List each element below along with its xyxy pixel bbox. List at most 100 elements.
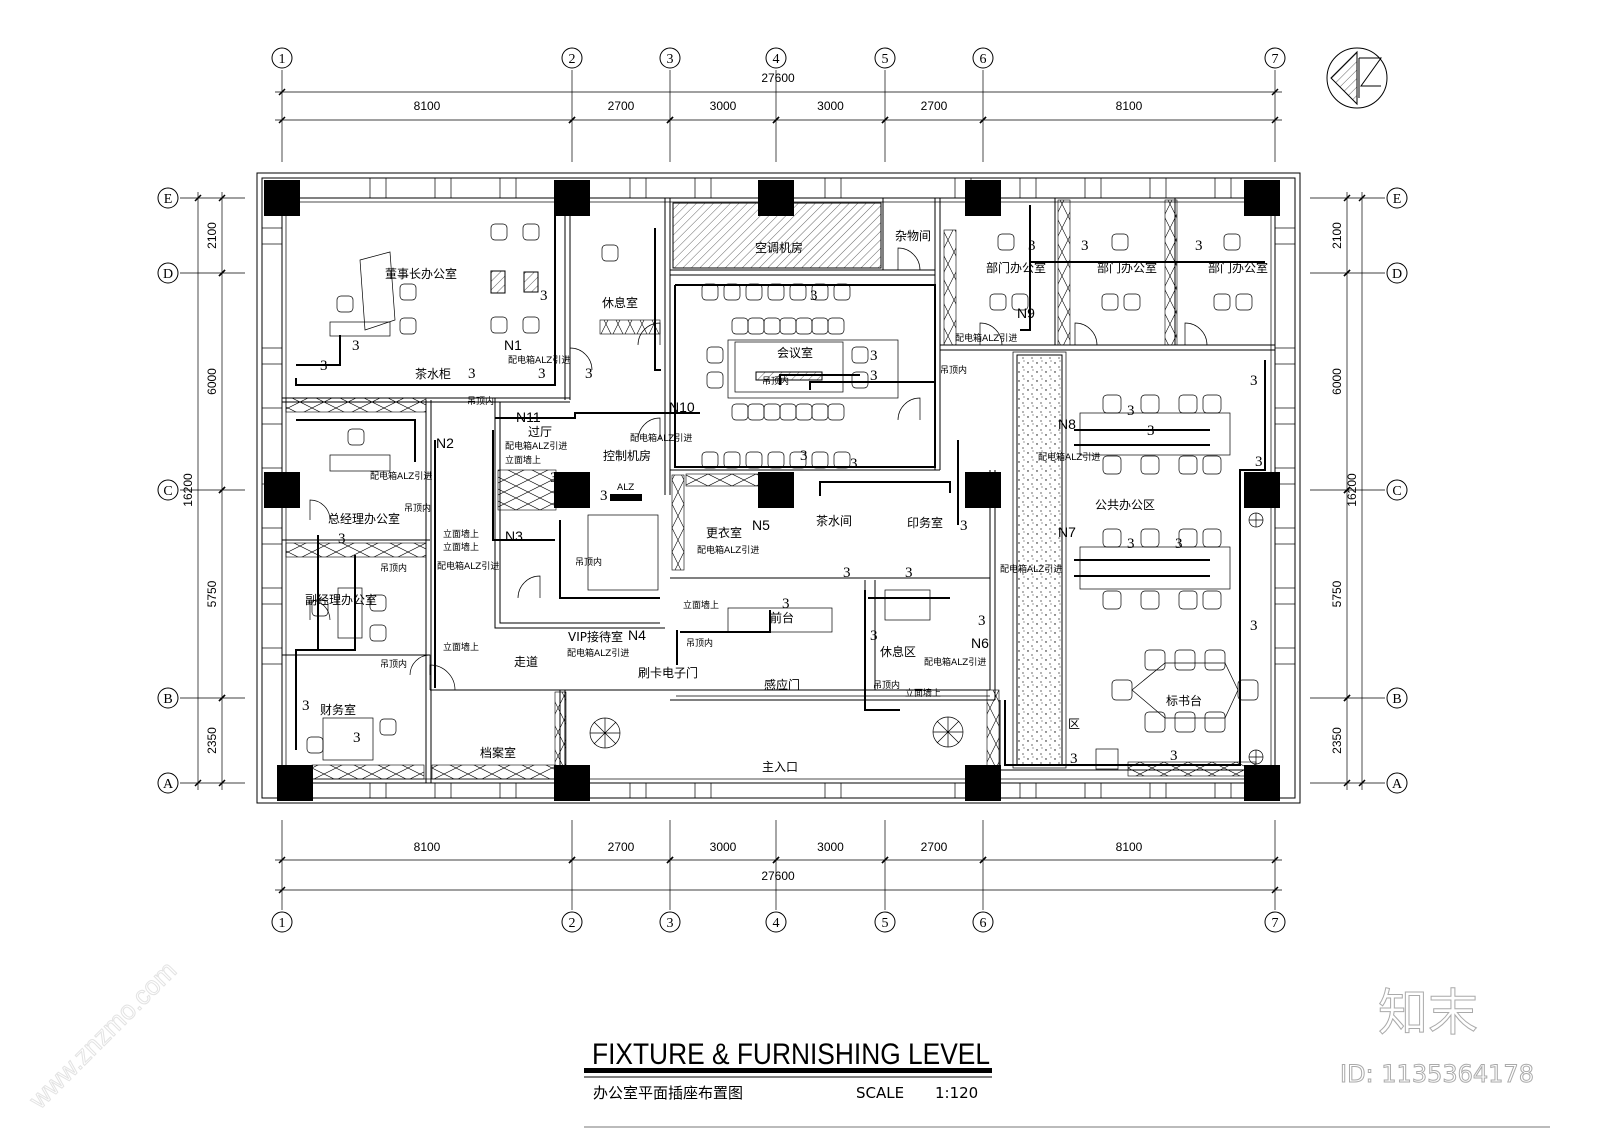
tag-n5: N5 <box>752 517 770 533</box>
circuit-number: 3 <box>540 288 548 304</box>
chair <box>795 403 813 421</box>
dim-segment: 2350 <box>1330 727 1344 754</box>
dim-segment: 8100 <box>414 99 441 113</box>
chair <box>1111 679 1133 701</box>
axis-bubble <box>1386 687 1408 709</box>
room-label-corridor: 走道 <box>514 655 538 669</box>
drawing-title: FIXTURE & FURNISHING LEVEL <box>592 1038 990 1071</box>
chair <box>1123 293 1141 311</box>
circuit-number: 3 <box>810 288 818 304</box>
chair <box>789 283 807 301</box>
room-label-dept-office-1: 部门办公室 <box>986 260 1046 275</box>
axis-label: 4 <box>773 52 780 67</box>
dim-segment: 2100 <box>205 222 219 249</box>
chair <box>1178 394 1198 414</box>
axis-label: 6 <box>980 916 987 931</box>
note-ceiling: 吊顶内 <box>873 679 900 691</box>
chair <box>1237 679 1259 701</box>
chair <box>1140 590 1160 610</box>
axis-bubble <box>271 911 293 933</box>
room-label-meeting-room: 会议室 <box>777 345 813 360</box>
note-wall: 立面墙上 <box>683 599 719 611</box>
chair <box>989 293 1007 311</box>
room-label-lounge: 休息室 <box>602 295 638 310</box>
door-swing <box>637 417 661 441</box>
chair <box>1102 590 1122 610</box>
tag-n2: N2 <box>436 435 454 451</box>
chair <box>1204 711 1226 733</box>
chair <box>1202 455 1222 475</box>
room-label-gm-office: 总经理办公室 <box>328 511 400 526</box>
chair <box>701 283 719 301</box>
chair <box>399 317 417 335</box>
chair <box>763 403 781 421</box>
circuit-number: 3 <box>1127 403 1135 419</box>
window-mullions <box>261 177 1296 799</box>
chair <box>767 451 785 469</box>
axis-bubble <box>561 911 583 933</box>
axis-label: A <box>163 777 174 792</box>
structural-column <box>965 765 1001 801</box>
chair <box>767 283 785 301</box>
axis-label: 5 <box>882 916 889 931</box>
tag-n3: N3 <box>505 528 523 544</box>
chair <box>1223 233 1241 251</box>
axis-bubble <box>1386 772 1408 794</box>
circuit-number: 3 <box>978 613 986 629</box>
door-swing <box>1074 322 1098 346</box>
structural-column <box>554 765 590 801</box>
note-ceiling: 吊顶内 <box>762 375 789 387</box>
axis-bubble <box>659 47 681 69</box>
axis-bubble <box>1386 187 1408 209</box>
room-label-control-room: 控制机房 <box>603 448 651 463</box>
axis-label: B <box>1392 692 1401 707</box>
room-label-pantry: 茶水间 <box>816 513 852 528</box>
chair <box>336 295 354 313</box>
plant-icon <box>1248 512 1264 528</box>
chair <box>706 371 724 389</box>
note-panel: 配电箱ALZ引进 <box>697 544 759 556</box>
axis-bubble <box>874 47 896 69</box>
room-label-locker: 更衣室 <box>706 525 742 540</box>
circuit-number: 3 <box>870 348 878 364</box>
note-panel: 配电箱ALZ引进 <box>437 560 499 572</box>
circuit-number: 3 <box>1195 238 1203 254</box>
chair <box>747 403 765 421</box>
room-label-hall: 过厅 <box>528 425 552 439</box>
chair <box>851 346 869 364</box>
plant-icons <box>589 512 1264 765</box>
structural-column <box>758 180 794 216</box>
circuit-number: 3 <box>468 366 476 382</box>
chair <box>851 371 869 389</box>
room-label-tea-cabinet: 茶水柜 <box>415 366 451 381</box>
axis-label: A <box>1392 777 1403 792</box>
axis-label: 2 <box>569 916 576 931</box>
chair <box>997 233 1015 251</box>
chair <box>379 718 397 736</box>
tag-n10: N10 <box>669 399 695 415</box>
axis-bubble <box>157 479 179 501</box>
circuit-number: 3 <box>905 565 913 581</box>
axis-bubble <box>1386 479 1408 501</box>
room-label-reception: 前台 <box>770 610 794 625</box>
axis-label: 7 <box>1272 52 1279 67</box>
axis-bubble <box>972 911 994 933</box>
axis-bubble <box>157 687 179 709</box>
circuit-number: 3 <box>870 628 878 644</box>
chair <box>723 451 741 469</box>
structural-column <box>554 180 590 216</box>
axis-label: 1 <box>279 916 286 931</box>
axis-bubble <box>765 911 787 933</box>
room-label-dept-office-3: 部门办公室 <box>1208 260 1268 275</box>
chair <box>601 244 619 262</box>
plant-icon <box>589 717 621 749</box>
circuit-number: 3 <box>1127 536 1135 552</box>
door-swing <box>1184 322 1208 346</box>
title-block: FIXTURE & FURNISHING LEVEL 办公室平面插座布置图 SC… <box>584 1038 1550 1128</box>
room-label-main-entrance: 主入口 <box>762 760 798 774</box>
dim-overall: 27600 <box>761 869 795 883</box>
dim-segment: 6000 <box>1330 368 1344 395</box>
socket-circuits <box>295 205 1266 766</box>
axis-bubble <box>765 47 787 69</box>
room-label-finance: 财务室 <box>320 702 356 717</box>
